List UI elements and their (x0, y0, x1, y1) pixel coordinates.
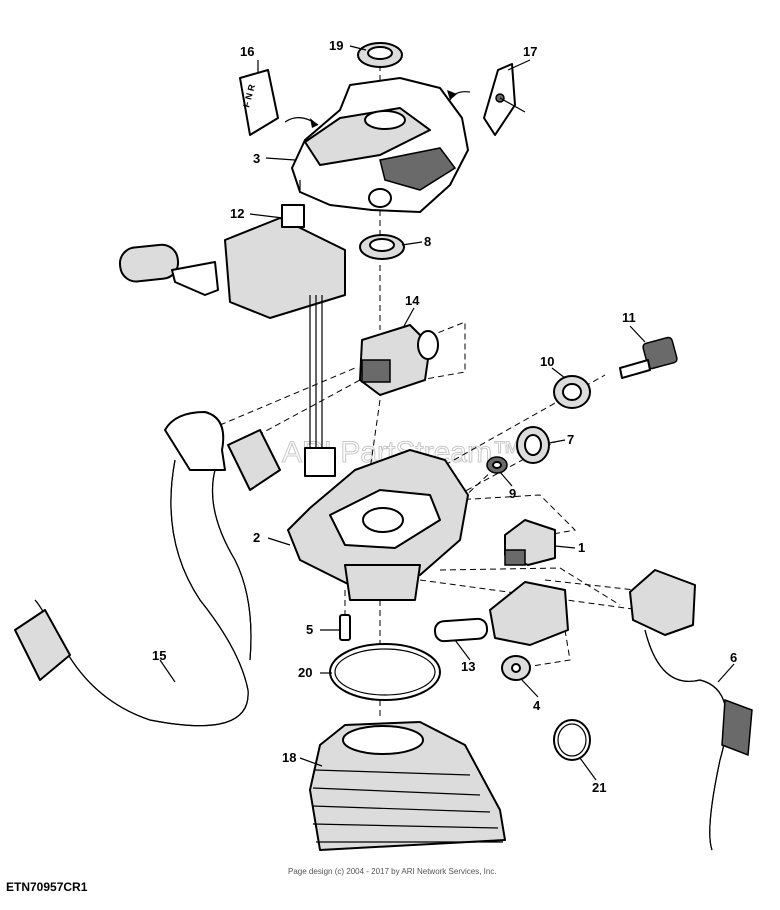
part-1-switch[interactable] (504, 519, 556, 566)
callout-6[interactable]: 6 (730, 650, 737, 665)
callout-20[interactable]: 20 (298, 665, 312, 680)
callout-14[interactable]: 14 (405, 293, 420, 308)
part-12-lever-switch[interactable] (118, 204, 346, 477)
part-4-screw[interactable] (501, 655, 531, 681)
callout-9[interactable]: 9 (509, 486, 516, 501)
callout-13[interactable]: 13 (461, 659, 475, 674)
part-17-switch-plate[interactable] (447, 63, 526, 136)
figure-id: ETN70957CR1 (6, 880, 88, 894)
callout-16[interactable]: 16 (240, 44, 254, 59)
callout-12[interactable]: 12 (230, 206, 244, 221)
copyright-notice: Page design (c) 2004 - 2017 by ARI Netwo… (288, 867, 497, 876)
part-10-nut[interactable] (553, 375, 591, 409)
callout-11[interactable]: 11 (622, 310, 636, 325)
callout-19[interactable]: 19 (329, 38, 343, 53)
part-19-seal[interactable] (357, 42, 403, 68)
part-8-seal[interactable] (359, 234, 405, 260)
part-21-clamp[interactable] (553, 719, 591, 761)
callout-5[interactable]: 5 (306, 622, 313, 637)
callout-labels: 16 19 17 3 12 8 14 11 10 7 9 2 1 5 13 4 … (152, 38, 737, 795)
part-14-ignition-switch[interactable] (359, 324, 439, 396)
part-9-nut[interactable] (486, 456, 508, 474)
part-11-key[interactable] (619, 336, 678, 379)
callout-10[interactable]: 10 (540, 354, 554, 369)
part-15-wiring-harness[interactable] (14, 411, 281, 727)
callout-8[interactable]: 8 (424, 234, 431, 249)
callout-7[interactable]: 7 (567, 432, 574, 447)
callout-4[interactable]: 4 (533, 698, 541, 713)
part-18-boot[interactable] (309, 721, 506, 851)
callout-leaders (159, 45, 735, 781)
part-20-clamp-ring[interactable] (329, 643, 441, 701)
part-7-knob[interactable] (516, 426, 550, 464)
part-3-upper-housing[interactable] (291, 77, 469, 213)
part-16-decal[interactable]: F N R (239, 69, 319, 136)
part-2-lower-housing[interactable] (287, 449, 469, 601)
callout-2[interactable]: 2 (253, 530, 260, 545)
part-5-screw[interactable] (339, 614, 351, 641)
part-6-connector-harness[interactable] (629, 569, 753, 851)
callout-1[interactable]: 1 (578, 540, 585, 555)
callout-21[interactable]: 21 (592, 780, 606, 795)
callout-17[interactable]: 17 (523, 44, 537, 59)
callout-3[interactable]: 3 (253, 151, 260, 166)
part-13-toggle-switch[interactable] (433, 581, 569, 646)
callout-18[interactable]: 18 (282, 750, 296, 765)
callout-15[interactable]: 15 (152, 648, 166, 663)
